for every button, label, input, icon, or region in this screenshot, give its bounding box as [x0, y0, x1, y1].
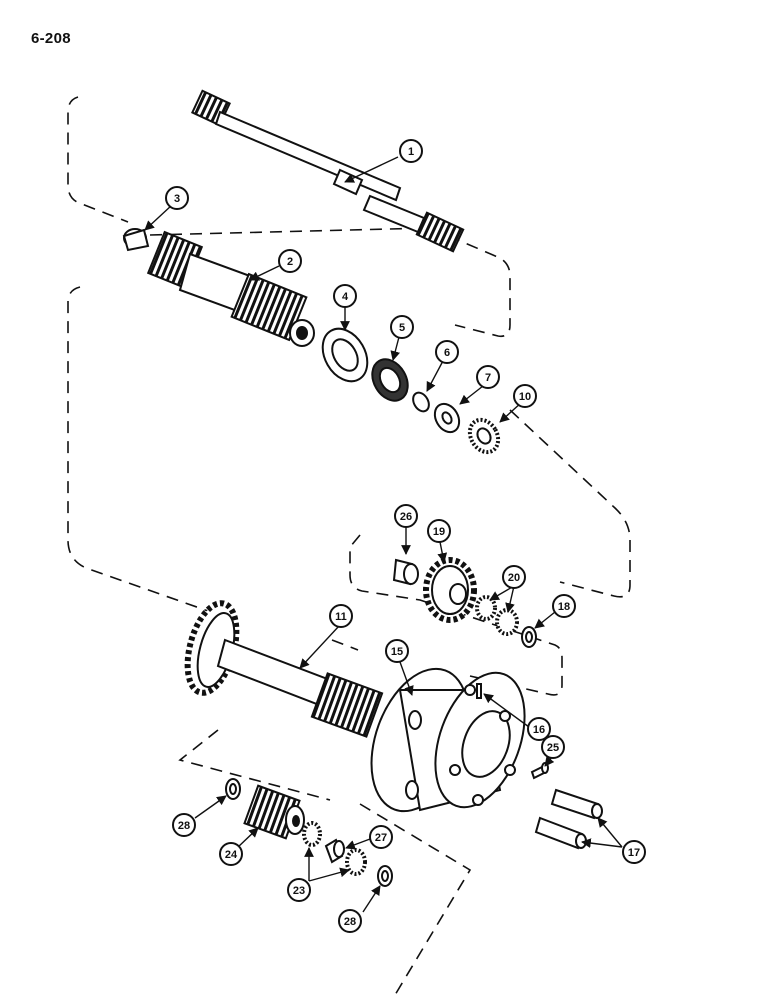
- callout-10: 10: [513, 384, 537, 408]
- callout-2: 2: [278, 249, 302, 273]
- leader-lines: [144, 156, 623, 913]
- callout-28-lower: 28: [338, 909, 362, 933]
- washer-part-28-upper: [225, 778, 241, 800]
- needle-bearings-part-20: [475, 595, 519, 636]
- snap-ring-part-6: [412, 391, 430, 413]
- carrier-part-15: [370, 667, 526, 813]
- hollow-shaft-part-2: [146, 230, 315, 347]
- callout-28-lower-label: 28: [344, 916, 356, 928]
- callout-25-label: 25: [547, 742, 559, 754]
- callout-6: 6: [435, 340, 459, 364]
- callout-5: 5: [390, 315, 414, 339]
- callout-26-label: 26: [400, 511, 412, 523]
- callout-17: 17: [622, 840, 646, 864]
- callout-7-label: 7: [485, 372, 491, 384]
- bushing-part-3: [122, 228, 150, 252]
- planet-pins-part-17: [534, 788, 603, 850]
- group-outline-lower: [178, 729, 472, 996]
- idler-gear-part-19: [423, 557, 477, 623]
- washer-part-18: [521, 626, 537, 648]
- callout-27-label: 27: [375, 832, 387, 844]
- callout-10-label: 10: [519, 391, 531, 403]
- callout-28-upper-label: 28: [178, 820, 190, 832]
- callout-20-label: 20: [508, 572, 520, 584]
- thrust-washer-part-7: [433, 402, 461, 434]
- callout-11: 11: [329, 604, 353, 628]
- group-outline-idler: [349, 534, 563, 696]
- callout-24-label: 24: [225, 849, 238, 861]
- callout-1: 1: [399, 139, 423, 163]
- washer-part-28-lower: [377, 865, 393, 887]
- callout-23-label: 23: [293, 885, 305, 897]
- callout-7: 7: [476, 365, 500, 389]
- gear-shaft-part-11: [184, 600, 384, 738]
- spacer-part-27: [324, 838, 345, 864]
- callout-15-label: 15: [391, 646, 403, 658]
- callout-23: 23: [287, 878, 311, 902]
- page-number: 6-208: [31, 30, 71, 47]
- callout-19: 19: [427, 519, 451, 543]
- callout-2-label: 2: [287, 256, 293, 268]
- callout-3-label: 3: [174, 193, 180, 205]
- callout-28-upper: 28: [172, 813, 196, 837]
- callout-27: 27: [369, 825, 393, 849]
- callout-16-label: 16: [533, 724, 545, 736]
- pin-part-16: [476, 683, 482, 699]
- callout-20: 20: [502, 565, 526, 589]
- callout-18-label: 18: [558, 601, 570, 613]
- callout-4-label: 4: [342, 291, 349, 303]
- callout-15: 15: [385, 639, 409, 663]
- callout-6-label: 6: [444, 347, 450, 359]
- callout-24: 24: [219, 842, 243, 866]
- callout-26: 26: [394, 504, 418, 528]
- seal-plate-part-4: [321, 327, 369, 383]
- bushing-part-26: [392, 558, 419, 586]
- callout-3: 3: [165, 186, 189, 210]
- callout-11-label: 11: [335, 611, 347, 623]
- callout-1-label: 1: [408, 146, 414, 158]
- planet-gear-part-24: [243, 784, 305, 840]
- callout-19-label: 19: [433, 526, 445, 538]
- callout-5-label: 5: [399, 322, 405, 334]
- needle-bearing-part-10: [467, 417, 501, 455]
- group-outline-shafts: [67, 96, 511, 338]
- callout-4: 4: [333, 284, 357, 308]
- callout-25: 25: [541, 735, 565, 759]
- callout-16: 16: [527, 717, 551, 741]
- group-outline-main: [67, 286, 631, 651]
- input-shaft-part-1: [191, 89, 465, 253]
- callout-17-label: 17: [628, 847, 640, 859]
- callout-18: 18: [552, 594, 576, 618]
- bearing-part-5: [371, 358, 409, 402]
- needle-bearings-part-23: [302, 821, 367, 876]
